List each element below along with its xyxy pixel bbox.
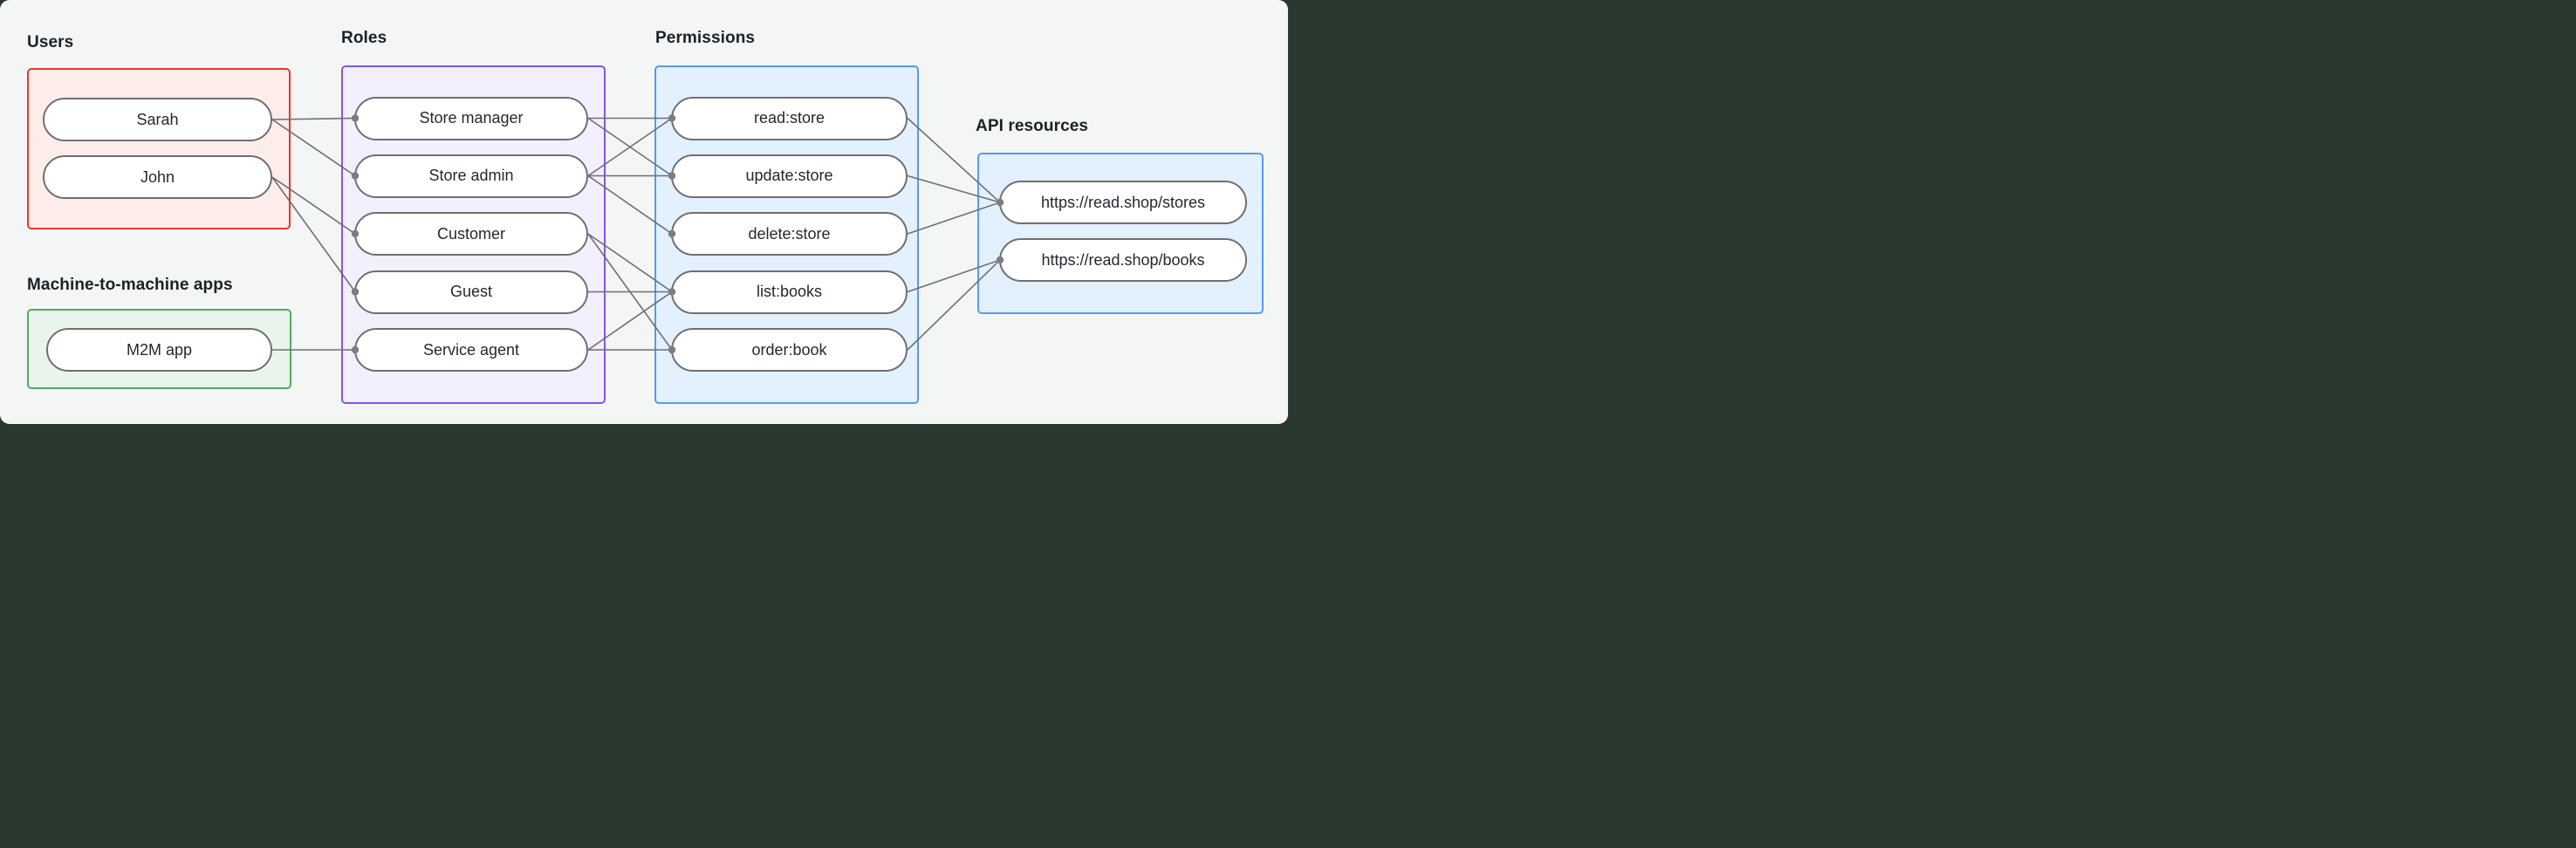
roles-heading: Roles — [341, 29, 387, 47]
node-permission-update-store[interactable]: update:store — [671, 154, 908, 198]
node-m2m-app[interactable]: M2M app — [46, 328, 272, 372]
node-permission-delete-store[interactable]: delete:store — [671, 212, 908, 256]
machine-apps-heading: Machine-to-machine apps — [27, 276, 233, 294]
node-user-john[interactable]: John — [43, 155, 272, 199]
node-api-stores[interactable]: https://read.shop/stores — [999, 181, 1247, 224]
api-resources-heading: API resources — [976, 117, 1089, 135]
node-permission-list-books[interactable]: list:books — [671, 270, 908, 314]
node-role-customer[interactable]: Customer — [354, 212, 588, 256]
node-permission-read-store[interactable]: read:store — [671, 96, 908, 140]
diagram-stage: Users Machine-to-machine apps Roles Perm… — [0, 0, 1288, 424]
node-role-service-agent[interactable]: Service agent — [354, 328, 588, 372]
node-role-store-manager[interactable]: Store manager — [354, 96, 588, 140]
permissions-heading: Permissions — [655, 29, 756, 47]
node-api-books[interactable]: https://read.shop/books — [999, 238, 1247, 282]
node-user-sarah[interactable]: Sarah — [43, 98, 272, 141]
node-role-guest[interactable]: Guest — [354, 270, 588, 314]
users-group-box — [27, 68, 291, 229]
node-permission-order-book[interactable]: order:book — [671, 328, 908, 372]
users-heading: Users — [27, 33, 74, 51]
node-role-store-admin[interactable]: Store admin — [354, 154, 588, 198]
api-resources-group-box — [977, 153, 1264, 314]
